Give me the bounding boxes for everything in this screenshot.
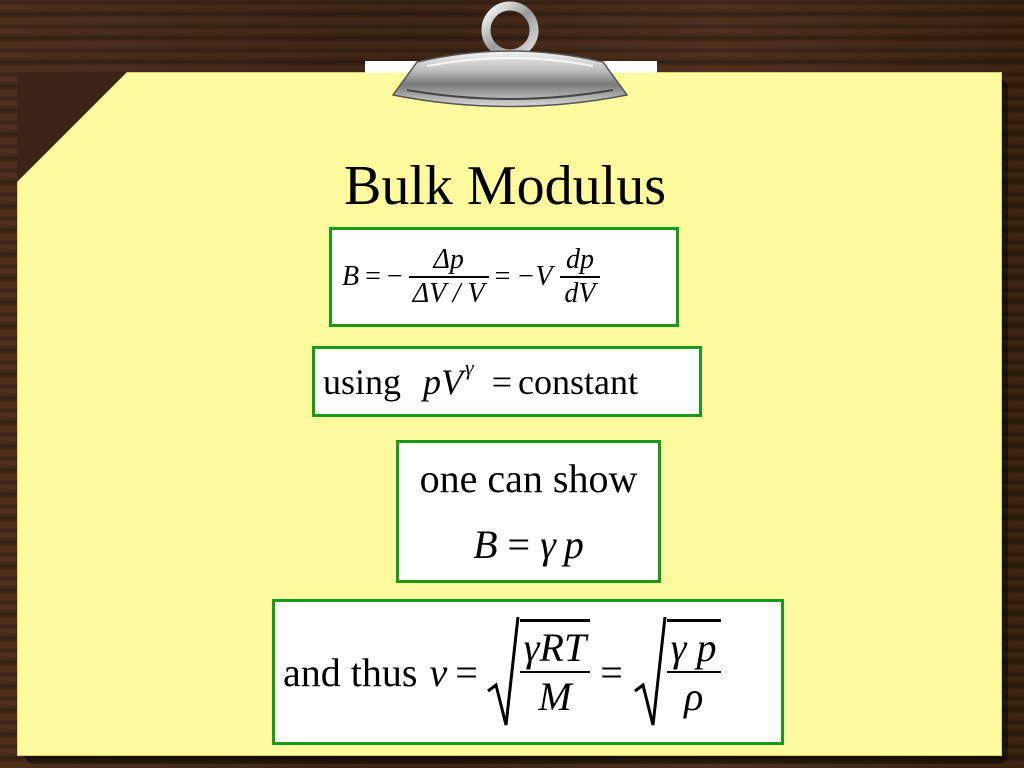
eq1-minus: − (386, 261, 403, 292)
bulk-modulus-definition-box: B = − Δp ΔV / V = −V dp dV (329, 227, 679, 327)
eq4-fraction-1-denominator: M (538, 673, 572, 719)
eq1-lhs: B (342, 261, 360, 292)
eq4-fraction-2: γ p ρ (666, 618, 721, 720)
eq4-equals: = (455, 649, 478, 695)
sqrt-sign-icon-2 (633, 616, 667, 726)
eq1-fraction-1: Δp ΔV / V (408, 244, 489, 310)
adiabatic-condition-box: using p V γ = constant (312, 346, 702, 417)
eq1-fraction-2: dp dV (560, 244, 600, 310)
eq1-fraction-1-numerator: Δp (408, 244, 489, 278)
eq1-fraction-2-denominator: dV (564, 278, 596, 309)
eq1-equals-2: = (494, 261, 511, 292)
binder-clip-icon (391, 1, 629, 108)
eq2-equals: = (491, 361, 512, 402)
eq2-rhs: constant (518, 361, 638, 402)
eq4-fraction-2-denominator: ρ (684, 673, 704, 719)
eq2-gamma-exponent: γ (465, 354, 474, 380)
eq4-equals-2: = (600, 649, 623, 695)
eq3-text: one can show (419, 456, 638, 501)
sqrt-sign-icon (486, 616, 520, 726)
eq3-gamma: γ (540, 522, 556, 567)
eq2-p: p (423, 361, 442, 402)
eq4-fraction-1-numerator: γRT (519, 624, 591, 673)
eq3-p: p (563, 522, 584, 567)
eq4-text: and thus (283, 649, 418, 695)
eq2-v: V (441, 361, 464, 402)
eq1-neg-v: −V (516, 261, 553, 292)
eq3-lhs: B (473, 522, 498, 567)
eq4-v: v (429, 649, 448, 695)
eq4-fraction-2-numerator: γ p (666, 624, 721, 673)
eq1-equals: = (365, 261, 381, 292)
eq2-word: using (323, 361, 402, 402)
eq1-fraction-1-denominator: ΔV / V (412, 278, 485, 309)
bulk-modulus-result-box: one can show B = γ p (396, 440, 661, 583)
page-title: Bulk Modulus (343, 155, 667, 217)
speed-of-sound-box: and thus v = γRT M = γ p ρ (272, 599, 784, 745)
eq1-fraction-2-numerator: dp (560, 244, 600, 278)
eq4-fraction-1: γRT M (519, 618, 591, 720)
eq3-equals: = (507, 522, 531, 567)
